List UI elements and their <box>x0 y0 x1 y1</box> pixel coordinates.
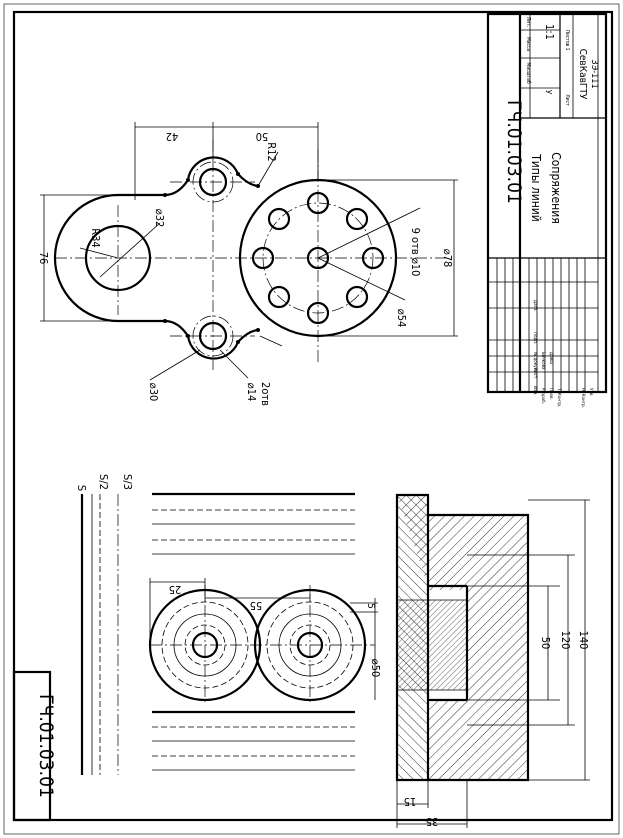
dim-50-section: 50 <box>539 637 552 650</box>
corner-stamp: ГЧ.01.03.01 <box>12 670 57 822</box>
dim-25: 25 <box>169 583 182 596</box>
dim-35: 35 <box>426 815 439 828</box>
legend-s: S <box>75 485 88 491</box>
title-block: ГЧ.01.03.01 Типы линий Сопряжения СевКав… <box>486 12 608 408</box>
dim-2otv: 2отв <box>259 382 272 406</box>
legend-s2: S/2 <box>97 474 110 490</box>
dim-d32: ⌀32 <box>153 209 166 228</box>
section-view: 50 120 140 15 35 <box>395 493 590 828</box>
title-org-1: СевКавГТУ <box>577 49 588 100</box>
title-name-2: Сопряжения <box>549 152 563 224</box>
title-name-cell2: Дреш <box>548 352 554 364</box>
title-col-lit: Лит. <box>525 17 531 27</box>
dim-d54: ⌀54 <box>395 309 408 328</box>
title-scale: 1:1 <box>543 24 556 40</box>
dim-50: 50 <box>256 130 269 143</box>
title-row-izm: Изм. <box>532 386 538 396</box>
title-role-2: Пров. <box>548 388 554 400</box>
dim-r34: R34 <box>89 228 102 247</box>
title-row-date: Дата <box>532 300 538 311</box>
dim-holes: 9 отв ⌀10 <box>409 228 422 277</box>
dim-d50c: ⌀50 <box>369 659 382 678</box>
title-letter: У <box>544 90 553 95</box>
dim-15: 15 <box>404 795 417 808</box>
line-types-legend: S S/2 S/3 <box>75 474 355 775</box>
sheet-frame <box>12 10 614 822</box>
legend-s3: S/3 <box>121 474 134 490</box>
title-sheet: Лист <box>564 94 570 106</box>
title-role-3: Т. Контр. <box>556 387 562 407</box>
title-org-2: ЗЭ-111 <box>589 59 599 88</box>
circles-view: 25 55 5 ⌀50 <box>148 578 382 705</box>
plate-view: 42 50 R12 R34 ⌀32 76 9 отв ⌀10 ⌀78 ⌀54 ⌀… <box>37 122 458 406</box>
title-role-1: Разраб. <box>540 388 547 404</box>
title-row-sign: Подп. <box>532 332 538 344</box>
dim-120: 120 <box>559 631 572 650</box>
dim-d14: ⌀14 <box>245 383 258 402</box>
title-col-scale: Масштаб <box>525 62 532 84</box>
title-name-1: Типы линий <box>529 153 543 222</box>
title-role-5: Утв. <box>588 388 594 397</box>
title-col-mass: Масса <box>525 37 531 52</box>
title-designation: ГЧ.01.03.01 <box>503 100 525 204</box>
dim-d78: ⌀78 <box>441 249 454 268</box>
dim-76: 76 <box>37 252 50 265</box>
corner-stamp-text: ГЧ.01.03.01 <box>35 694 57 798</box>
dim-42: 42 <box>166 130 179 143</box>
dim-55: 55 <box>250 599 263 612</box>
title-role-4: Н. Контр. <box>580 388 586 408</box>
title-sheets: Листов 1 <box>564 29 570 50</box>
dim-d30: ⌀30 <box>147 383 160 402</box>
title-name-cell: Бочкова <box>540 352 546 370</box>
dim-140: 140 <box>577 631 590 650</box>
dim-5: 5 <box>365 603 376 609</box>
sheet-outer-border <box>3 3 620 835</box>
dim-r12: R12 <box>265 142 278 161</box>
title-row-list: Лист <box>532 368 538 379</box>
title-row-doc: № докум. <box>532 352 538 372</box>
